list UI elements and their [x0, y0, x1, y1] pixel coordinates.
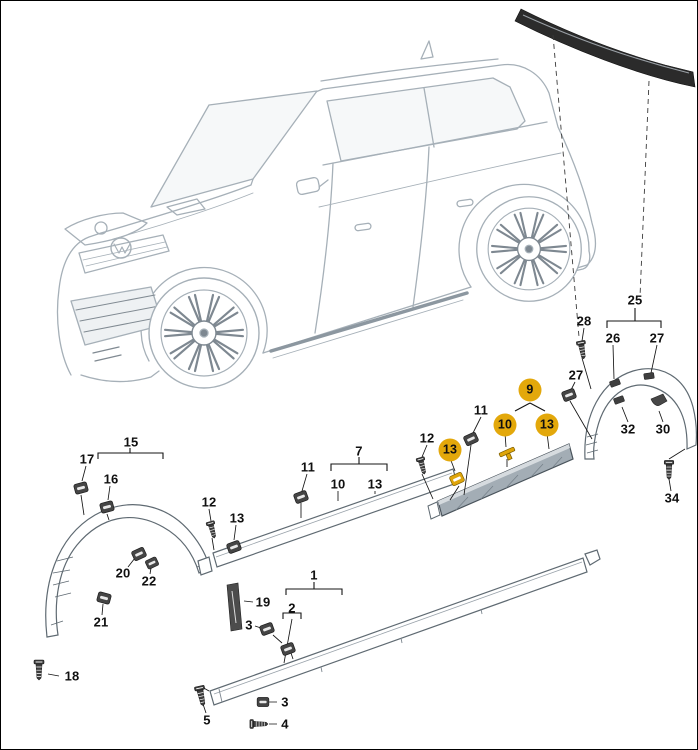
callout-34: 34 — [664, 490, 680, 506]
screw-icon — [193, 684, 209, 708]
clip-icon — [130, 546, 148, 562]
callout-12-b: 12 — [201, 494, 217, 510]
screw-icon — [575, 339, 589, 360]
callout-9-highlighted: 9 — [518, 378, 542, 402]
callout-11-b: 11 — [300, 459, 316, 475]
callout-22: 22 — [141, 573, 157, 589]
callout-10-b: 10 — [330, 476, 346, 492]
callout-28: 28 — [576, 313, 592, 329]
callout-18: 18 — [64, 668, 80, 684]
screw-icon — [415, 456, 429, 476]
callout-19: 19 — [255, 594, 271, 610]
grouping-brackets — [97, 308, 662, 619]
callout-5: 5 — [203, 712, 211, 728]
clip-icon — [95, 590, 113, 606]
callout-2: 2 — [288, 600, 296, 616]
screw-icon — [663, 460, 675, 480]
callout-15: 15 — [123, 434, 139, 450]
screw-icon — [249, 719, 269, 729]
highlighted-door-moulding — [427, 443, 574, 520]
callout-21: 21 — [93, 614, 109, 630]
callout-7: 7 — [355, 443, 363, 459]
callout-13-a: 13 — [367, 476, 383, 492]
screw-icon — [205, 520, 219, 540]
screw-icon — [33, 659, 45, 681]
fasteners — [33, 339, 675, 729]
callout-16: 16 — [103, 471, 119, 487]
callout-32: 32 — [620, 421, 636, 437]
clip-icon — [258, 621, 276, 637]
callout-25: 25 — [627, 292, 643, 308]
callout-4: 4 — [281, 716, 289, 732]
callout-26: 26 — [605, 330, 621, 346]
bracket-part-30 — [650, 393, 668, 406]
right-wheel-arch-trim — [584, 368, 697, 460]
callout-13-b: 13 — [229, 510, 245, 526]
callout-13-highlighted-a: 13 — [535, 413, 559, 437]
leader-lines — [47, 327, 686, 725]
clip-icon — [256, 697, 270, 707]
clip-icon — [144, 555, 160, 571]
callout-3-b: 3 — [281, 694, 289, 710]
dashed-reference-lines — [552, 34, 650, 338]
callout-27-a: 27 — [649, 330, 665, 346]
sill-moulding-strip — [209, 549, 601, 706]
callout-20: 20 — [115, 565, 131, 581]
clip-icon — [462, 431, 480, 447]
callout-13-highlighted-b: 13 — [438, 438, 462, 462]
callout-12-a: 12 — [419, 430, 435, 446]
callout-3-a: 3 — [245, 617, 253, 633]
clip-icon — [279, 641, 297, 657]
callout-27-b: 27 — [568, 367, 584, 383]
mounted-trim-strip — [514, 8, 696, 88]
trim-strip-19 — [226, 582, 243, 632]
callout-11-a: 11 — [473, 402, 489, 418]
callout-1: 1 — [310, 567, 318, 583]
clip-icon — [292, 489, 310, 505]
clip-icon — [560, 387, 578, 403]
t-clip-icon — [498, 446, 518, 463]
car-illustration — [56, 40, 597, 388]
callout-30: 30 — [655, 421, 671, 437]
clip-icon — [72, 480, 90, 496]
callout-17: 17 — [79, 451, 95, 467]
callout-10-highlighted: 10 — [493, 413, 517, 437]
